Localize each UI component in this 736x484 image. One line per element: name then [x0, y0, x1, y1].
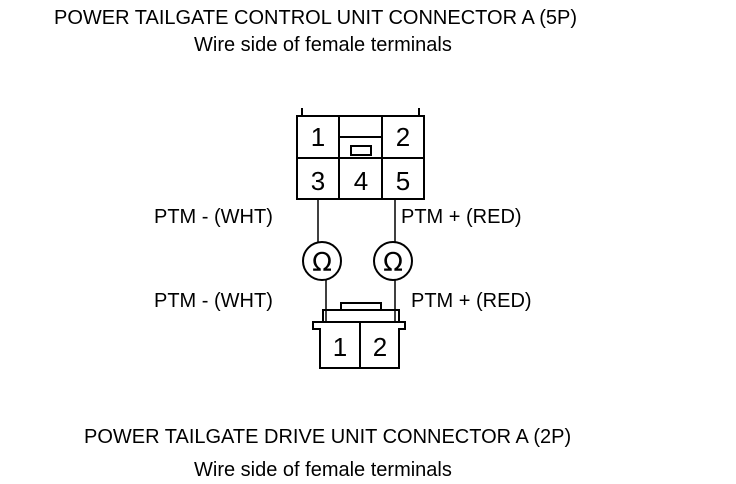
pin-3-label: 3	[311, 166, 325, 196]
pin-1-label: 1	[311, 122, 325, 152]
pin-2-label: 2	[396, 122, 410, 152]
ohmmeter-circle	[373, 241, 413, 281]
two-pin-connector	[312, 302, 406, 369]
right-lower-wire-label: PTM + (RED)	[411, 290, 532, 312]
pin-1-label: 1	[333, 332, 347, 362]
pin-2-label: 2	[373, 332, 387, 362]
pin-4-label: 4	[354, 166, 368, 196]
ohm-symbol: Ω	[383, 248, 403, 278]
left-ohmmeter: Ω	[302, 241, 342, 281]
top-connector-subtitle: Wire side of female terminals	[194, 34, 452, 56]
left-lower-wire-label: PTM - (WHT)	[154, 290, 273, 312]
ohmmeter-circle	[302, 241, 342, 281]
two-pin-connector-body	[312, 309, 406, 369]
five-pin-connector	[296, 108, 425, 200]
bottom-connector-subtitle: Wire side of female terminals	[194, 459, 452, 481]
left-upper-wire-label: PTM - (WHT)	[154, 206, 273, 228]
right-upper-wire-label: PTM + (RED)	[401, 206, 522, 228]
connector-lock-tab	[350, 145, 372, 156]
wires	[317, 199, 396, 322]
connector-lock-tab	[340, 302, 382, 311]
top-connector-title: POWER TAILGATE CONTROL UNIT CONNECTOR A …	[54, 7, 578, 29]
ohm-symbol: Ω	[312, 248, 332, 278]
connector-notch	[340, 117, 381, 136]
bottom-connector-title: POWER TAILGATE DRIVE UNIT CONNECTOR A (2…	[84, 426, 572, 448]
pin-5-label: 5	[396, 166, 410, 196]
right-ohmmeter: Ω	[373, 241, 413, 281]
